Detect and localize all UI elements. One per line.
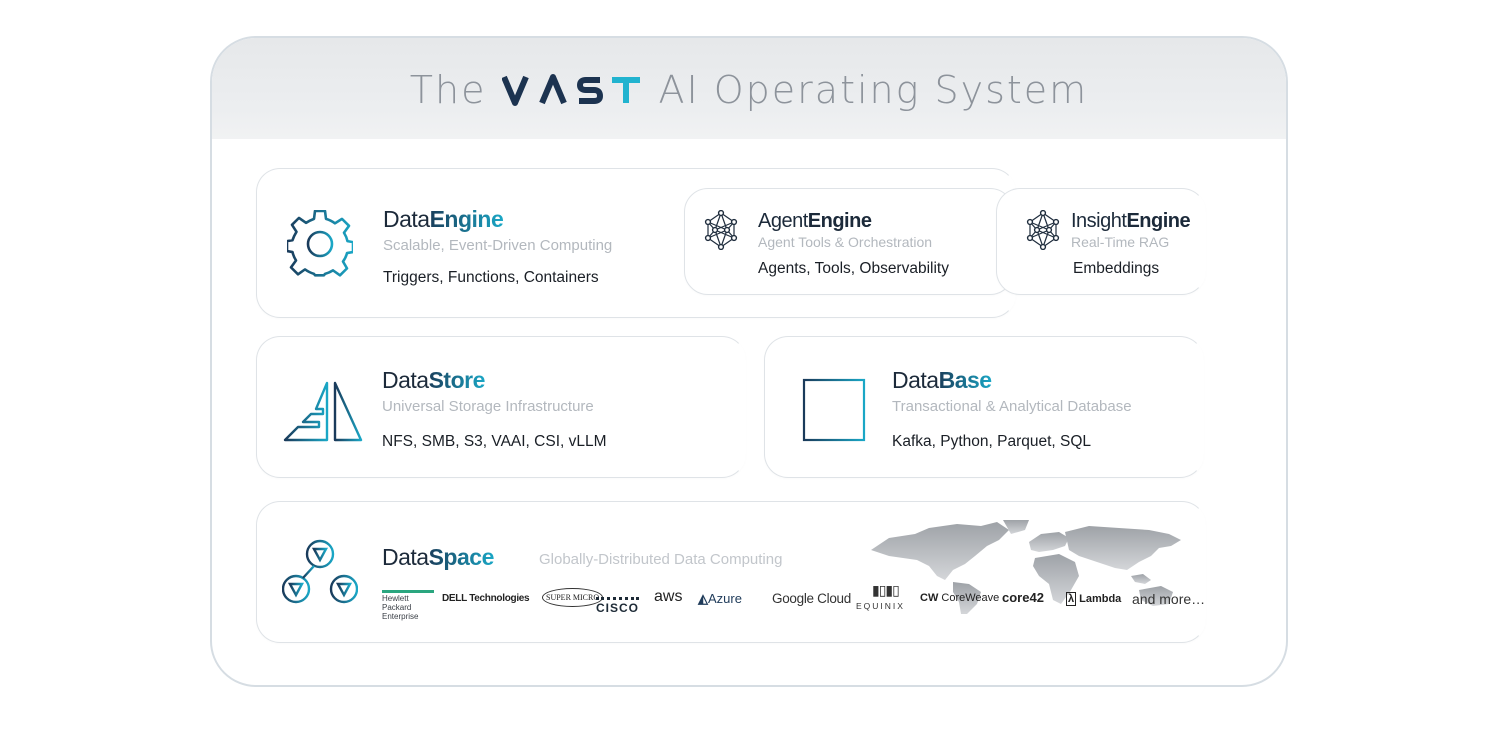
database-name-bold: Base — [938, 367, 992, 393]
partner-hpe: Hewlett Packard Enterprise — [382, 590, 434, 621]
insightengine-card: InsightEngine Real-Time RAG Embeddings — [996, 188, 1206, 295]
partner-azure-label: Azure — [708, 591, 742, 606]
partner-googlecloud: Google Cloud — [772, 591, 851, 606]
equinix-mark-icon: ▮▯▮▯ — [872, 582, 900, 598]
agentengine-name-bold: Engine — [807, 210, 872, 232]
agentengine-name: AgentEngine — [758, 210, 872, 233]
azure-mark-icon: ◭ — [698, 591, 708, 606]
partner-supermicro: SUPER MICRO — [542, 588, 604, 607]
dataspace-subtitle: Globally-Distributed Data Computing — [539, 551, 783, 568]
dataspace-card: DataSpace Globally-Distributed Data Comp… — [256, 501, 1206, 643]
datastore-name: DataStore — [382, 367, 485, 394]
title-suffix: AI Operating System — [658, 68, 1089, 112]
title-prefix: The — [409, 68, 487, 112]
dataspace-name-light: Data — [382, 544, 429, 570]
partner-cisco: CISCO — [596, 597, 640, 615]
dataengine-name-bold: Engine — [429, 206, 504, 232]
database-card: DataBase Transactional & Analytical Data… — [764, 336, 1204, 478]
insightengine-features: Embeddings — [1073, 260, 1160, 277]
insightengine-name-light: Insight — [1071, 210, 1127, 232]
partner-coreweave: CW CoreWeave — [920, 592, 999, 604]
insightengine-name: InsightEngine — [1071, 210, 1191, 233]
insightengine-subtitle: Real-Time RAG — [1071, 234, 1170, 250]
coreweave-mark-icon: CW — [920, 592, 942, 604]
partner-core42: core42 — [1002, 590, 1044, 605]
dataspace-name-bold: Space — [428, 544, 495, 570]
neural-network-icon — [1024, 209, 1062, 255]
agentengine-features: Agents, Tools, Observability — [758, 260, 949, 277]
datastore-name-light: Data — [382, 367, 429, 393]
datastore-subtitle: Universal Storage Infrastructure — [382, 398, 594, 415]
neural-network-icon — [702, 209, 740, 255]
agentengine-subtitle: Agent Tools & Orchestration — [758, 234, 933, 250]
page-title: The AI Operating System — [212, 68, 1286, 116]
partner-azure: ◭Azure — [698, 591, 742, 607]
database-name-light: Data — [892, 367, 939, 393]
partner-coreweave-label: CoreWeave — [941, 592, 1000, 604]
insightengine-name-bold: Engine — [1126, 210, 1191, 232]
partner-lambda-label: Lambda — [1079, 593, 1122, 605]
partner-aws: aws — [654, 588, 683, 605]
datastore-card: DataStore Universal Storage Infrastructu… — [256, 336, 746, 478]
partner-and-more: and more… — [1132, 591, 1206, 607]
datastore-features: NFS, SMB, S3, VAAI, CSI, vLLM — [382, 433, 607, 450]
title-band — [212, 38, 1286, 139]
database-features: Kafka, Python, Parquet, SQL — [892, 433, 1092, 450]
dataspace-name: DataSpace — [382, 544, 494, 571]
agentengine-name-light: Agent — [758, 210, 808, 232]
database-name: DataBase — [892, 367, 992, 394]
dataengine-subtitle: Scalable, Event-Driven Computing — [383, 237, 613, 254]
table-grid-icon — [802, 378, 866, 447]
datastore-name-bold: Store — [428, 367, 486, 393]
storage-triangle-icon — [283, 381, 363, 448]
dataengine-name-light: Data — [383, 206, 430, 232]
vast-logo — [501, 72, 642, 116]
lambda-mark-icon: λ — [1066, 592, 1077, 606]
connected-nodes-icon — [281, 539, 359, 612]
database-subtitle: Transactional & Analytical Database — [892, 398, 1132, 415]
dataengine-features: Triggers, Functions, Containers — [383, 269, 599, 286]
partner-dell: DELL Technologies — [442, 593, 530, 604]
partner-equinix: EQUINIX — [856, 601, 905, 611]
dataengine-name: DataEngine — [383, 206, 504, 233]
agentengine-card: AgentEngine Agent Tools & Orchestration … — [684, 188, 1014, 295]
world-map-icon — [869, 520, 1185, 619]
gear-icon — [285, 209, 355, 283]
